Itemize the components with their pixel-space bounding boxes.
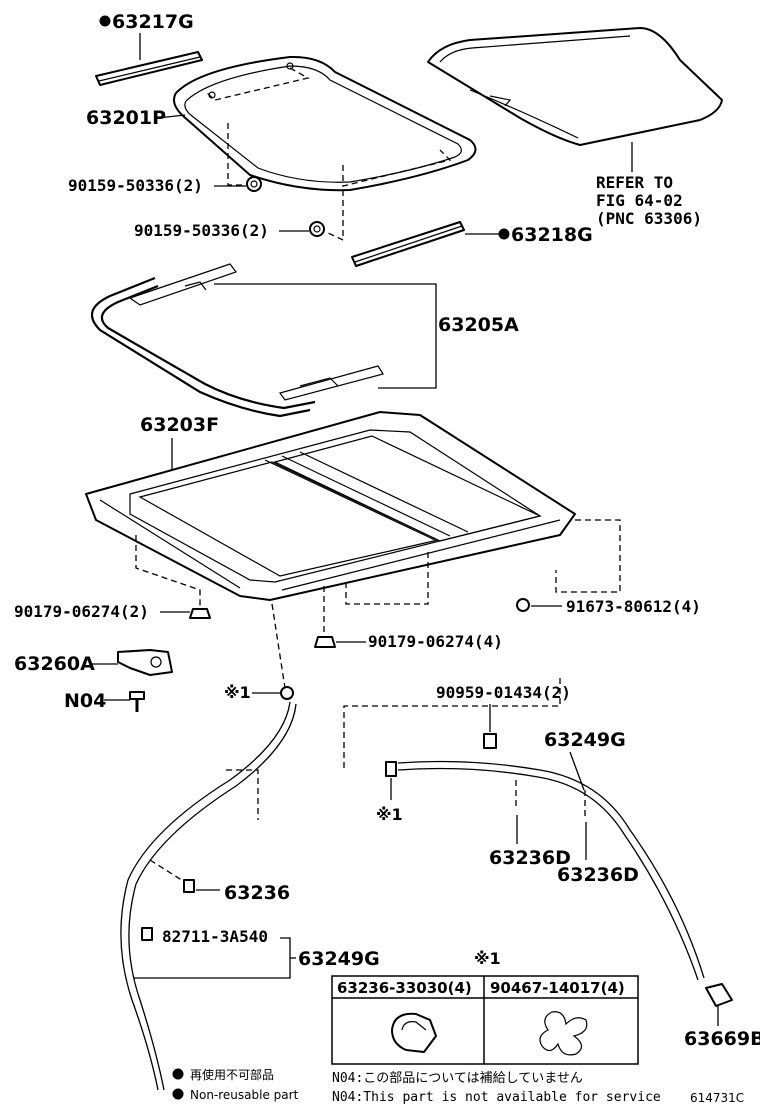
- label-82711: 82711-3A540: [162, 927, 268, 946]
- bolt-82711: [141, 927, 153, 941]
- label-90179-left: 90179-06274(2): [14, 602, 149, 621]
- note-en: N04:This part is not available for servi…: [332, 1090, 661, 1105]
- label-63236d-b: 63236D: [557, 864, 639, 886]
- non-reusable-dot-icon: [498, 228, 510, 240]
- non-reusable-dot-icon: [172, 1068, 184, 1080]
- motor-63260a: [117, 649, 173, 676]
- nut-90179-left: [189, 608, 211, 619]
- clamp-mark1-left: [280, 686, 294, 700]
- nut-90179-center: [314, 636, 336, 648]
- mark1-left: ※1: [224, 683, 251, 702]
- label-63205a: 63205A: [438, 314, 519, 336]
- non-reusable-dot-icon: [99, 15, 111, 27]
- seal-63205a: [90, 263, 384, 418]
- glass-panel-63201p: [173, 55, 477, 192]
- housing-frame-63203f: [85, 411, 576, 601]
- bolt-n04: [129, 691, 145, 712]
- table-col2: 90467-14017(4): [490, 979, 625, 997]
- label-90159-lower: 90159-50336(2): [134, 221, 269, 240]
- label-63218g: 63218G: [511, 224, 593, 246]
- clamp-mark1-right: [385, 761, 397, 777]
- drain-hose-right: [397, 760, 705, 981]
- clamp-90959: [483, 733, 497, 749]
- label-63260a: 63260A: [14, 653, 95, 675]
- sunshade-panel: [427, 27, 723, 146]
- weatherstrip-63218g: [351, 221, 465, 267]
- label-63203f: 63203F: [140, 414, 219, 436]
- label-63669b: 63669B: [684, 1028, 760, 1050]
- spring-clip-icon: [539, 1011, 588, 1056]
- note-jp: N04:この部品については補給していません: [332, 1071, 583, 1086]
- label-90159-upper: 90159-50336(2): [68, 176, 203, 195]
- non-reusable-dot-icon: [172, 1088, 184, 1100]
- figure-id: 614731C: [690, 1091, 744, 1105]
- label-90959: 90959-01434(2): [436, 683, 571, 702]
- clip-90159-upper: [246, 176, 262, 192]
- table-mark: ※1: [474, 949, 501, 968]
- legend-jp: 再使用不可部品: [190, 1067, 274, 1082]
- hose-clamp-icon: [391, 1012, 437, 1053]
- grommet-63669b: [705, 983, 733, 1007]
- drain-hose-left: [120, 701, 297, 1091]
- label-63249g-left: 63249G: [298, 948, 380, 970]
- table-col1: 63236-33030(4): [337, 979, 472, 997]
- label-63236d-a: 63236D: [489, 847, 571, 869]
- weatherstrip-63217g: [95, 51, 203, 86]
- legend-en: Non-reusable part: [190, 1088, 299, 1102]
- clip-90159-lower: [309, 221, 325, 237]
- label-63201p: 63201P: [86, 107, 166, 129]
- label-n04: N04: [64, 690, 106, 712]
- label-63249g-right: 63249G: [544, 729, 626, 751]
- refer-line-2: FIG 64-02: [596, 191, 683, 210]
- label-63236: 63236: [224, 882, 290, 904]
- label-90179-center: 90179-06274(4): [368, 632, 503, 651]
- refer-line-1: REFER TO: [596, 173, 673, 192]
- mark1-right: ※1: [376, 805, 403, 824]
- bolt-91673: [516, 598, 530, 612]
- label-91673: 91673-80612(4): [566, 597, 701, 616]
- clamp-table: [331, 975, 639, 1065]
- refer-line-3: (PNC 63306): [596, 209, 702, 228]
- clip-63236: [183, 879, 195, 893]
- label-63217g: 63217G: [112, 11, 194, 33]
